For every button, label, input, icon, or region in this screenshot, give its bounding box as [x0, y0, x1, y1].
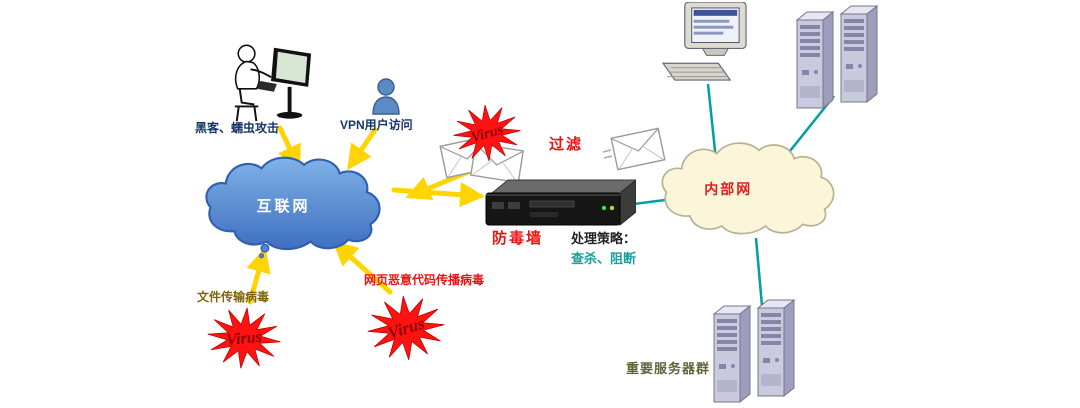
firewall-label: 防毒墙 [492, 230, 544, 247]
vpn-user-icon [371, 78, 401, 116]
web-virus-label: 网页恶意代码传播病毒 [364, 273, 485, 287]
hacker-figure-icon [224, 38, 319, 126]
arrow-vpn-to-internet [347, 127, 378, 171]
server-tower-icon [793, 4, 883, 109]
vpn-label: VPN用户访问 [340, 118, 413, 132]
strategy-title: 处理策略： [571, 231, 637, 246]
servers-label: 重要服务器群 [626, 361, 711, 376]
link-intranet-to-workstation [706, 83, 718, 161]
virus-burst-file: Virus [196, 296, 291, 381]
strategy-block: 处理策略： 查杀、阻断 [571, 229, 636, 269]
filtered-mail-icon [602, 126, 666, 172]
intranet-cloud: 内部网 [658, 133, 843, 245]
workstation-icon [660, 2, 756, 86]
file-virus-label: 文件传输病毒 [197, 290, 270, 304]
arrow-webvirus-to-internet [332, 240, 393, 295]
firewall-appliance-icon [484, 174, 636, 228]
virus-burst-web: Virus [353, 284, 460, 372]
hacker-label: 黑客、蠕虫攻击 [195, 121, 280, 135]
virus-text: Virus [226, 329, 263, 350]
strategy-actions: 查杀、阻断 [571, 251, 637, 266]
intranet-label: 内部网 [704, 180, 753, 197]
filter-label: 过滤 [549, 136, 584, 153]
link-intranet-to-server-cluster [754, 237, 764, 307]
internet-label: 互联网 [256, 197, 311, 215]
internet-cloud: 互联网 [193, 153, 398, 259]
arrow-internet-to-firewall [391, 182, 485, 208]
server-cluster-icon [710, 298, 800, 403]
virus-burst-mail: Virus [445, 95, 530, 170]
arrow-filevirus-to-internet [246, 247, 271, 305]
